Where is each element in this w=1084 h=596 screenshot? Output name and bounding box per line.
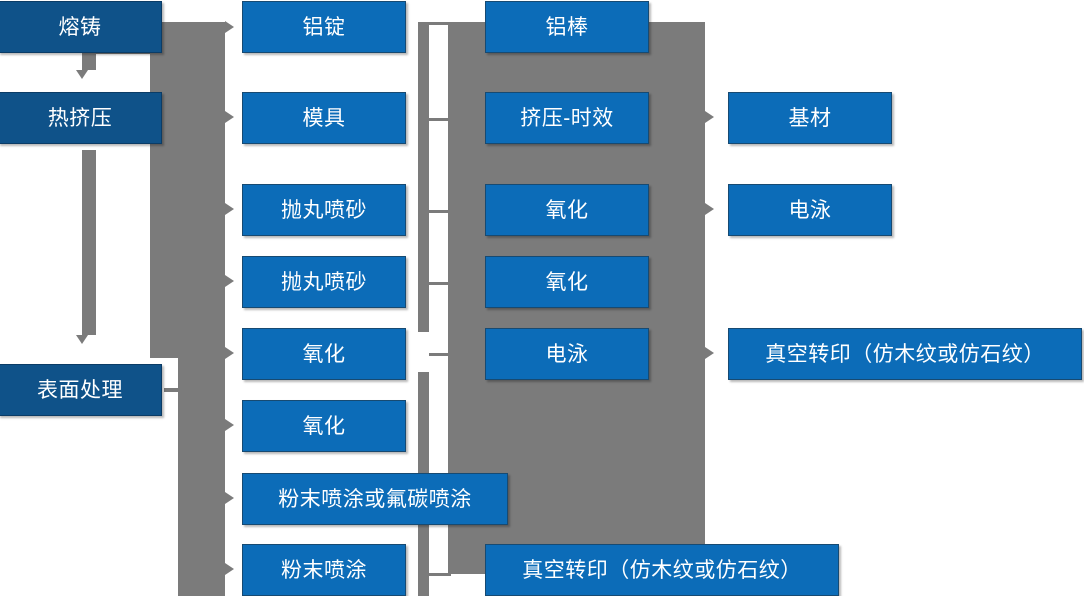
arrow-to-c4-1: [705, 203, 714, 215]
arrow-to-c2-7: [225, 563, 234, 575]
step-box-c4-1[interactable]: 电泳: [728, 184, 892, 236]
step-box-c2-3[interactable]: 抛丸喷砂: [242, 256, 406, 308]
connector-mid-bar-upper: [418, 22, 429, 332]
stage-box-casting[interactable]: 熔铸: [0, 1, 162, 53]
step-box-c2-4[interactable]: 氧化: [242, 328, 406, 380]
arrow-to-c2-2: [225, 203, 234, 215]
step-box-c3-5[interactable]: 真空转印（仿木纹或仿石纹）: [485, 544, 839, 596]
ladder-rung-3: [429, 282, 451, 285]
arrow-down-to-surface: [76, 335, 88, 344]
step-box-c3-1[interactable]: 挤压-时效: [485, 92, 649, 144]
step-box-c4-0[interactable]: 基材: [728, 92, 892, 144]
step-box-c2-5[interactable]: 氧化: [242, 400, 406, 452]
step-box-c2-7[interactable]: 粉末喷涂: [242, 544, 406, 596]
ladder-rung-0: [429, 22, 451, 25]
arrow-to-c4-0: [705, 111, 714, 123]
arrow-to-c2-3: [225, 275, 234, 287]
step-box-c2-1[interactable]: 模具: [242, 92, 406, 144]
connector-left-trunk: [150, 22, 225, 358]
step-box-c2-0[interactable]: 铝锭: [242, 1, 406, 53]
arrow-down-to-extrude: [76, 70, 88, 79]
arrow-to-c2-6: [225, 492, 234, 504]
step-box-c3-2[interactable]: 氧化: [485, 184, 649, 236]
ladder-rung-5: [429, 573, 451, 576]
arrow-to-c2-4: [225, 347, 234, 359]
ladder-rung-4: [429, 353, 451, 356]
step-box-c3-4[interactable]: 电泳: [485, 328, 649, 380]
connector-surface-stub: [164, 388, 186, 392]
connector-left-stem-2: [82, 150, 96, 335]
step-box-c3-0[interactable]: 铝棒: [485, 1, 649, 53]
stage-box-surface[interactable]: 表面处理: [0, 364, 162, 416]
arrow-to-c2-5: [225, 419, 234, 431]
step-box-c3-3[interactable]: 氧化: [485, 256, 649, 308]
step-box-c2-2[interactable]: 抛丸喷砂: [242, 184, 406, 236]
stage-box-extrude[interactable]: 热挤压: [0, 92, 162, 144]
step-box-c2-6[interactable]: 粉末喷涂或氟碳喷涂: [242, 473, 508, 525]
arrow-to-c2-1: [225, 111, 234, 123]
step-box-c4-2[interactable]: 真空转印（仿木纹或仿石纹）: [728, 328, 1082, 380]
arrow-to-c2-0: [225, 21, 234, 33]
arrow-to-c4-2: [705, 347, 714, 359]
connector-left-trunk-low: [178, 358, 225, 596]
ladder-rung-1: [429, 118, 451, 121]
ladder-rung-2: [429, 210, 451, 213]
